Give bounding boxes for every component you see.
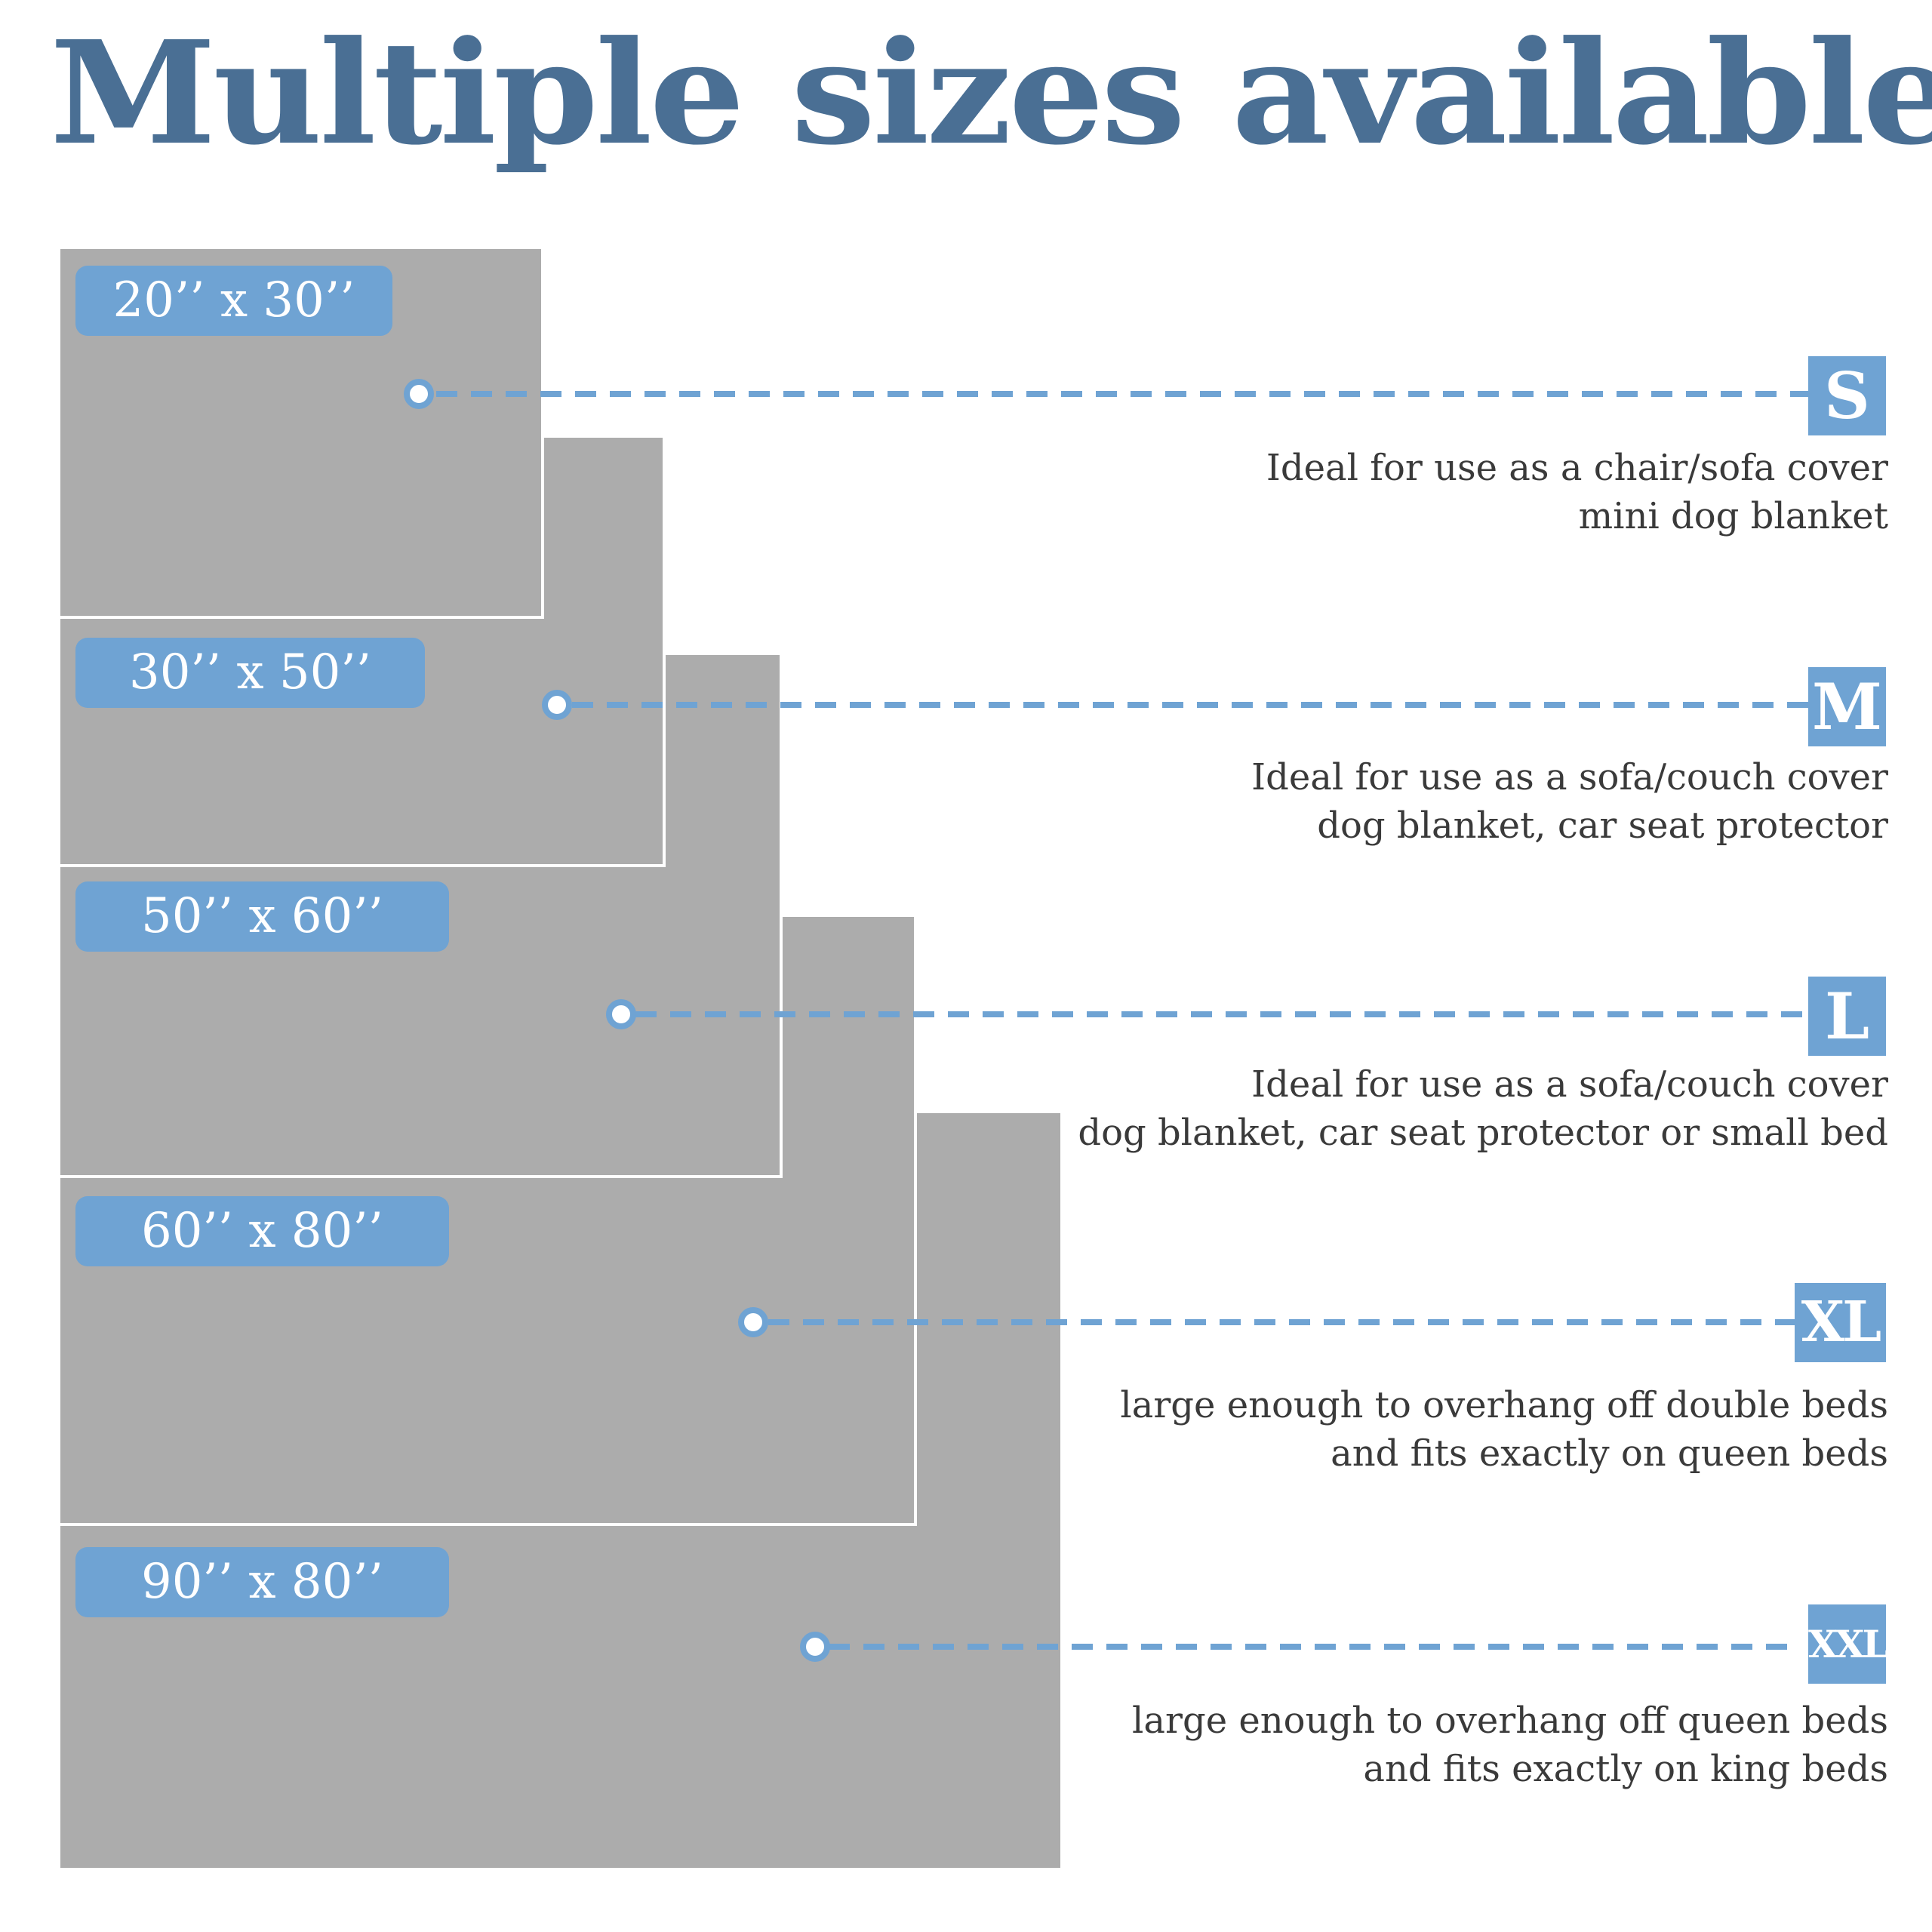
size-badge-xl: XL — [1795, 1283, 1886, 1362]
marker-dot-m — [542, 690, 572, 720]
description-xxl: large enough to overhang off queen beds … — [832, 1697, 1888, 1793]
connector-line-s — [436, 391, 1808, 397]
size-badge-l: L — [1808, 977, 1886, 1056]
description-m: Ideal for use as a sofa/couch cover dog … — [832, 753, 1888, 850]
description-xl: large enough to overhang off double beds… — [832, 1381, 1888, 1478]
description-xl-line-1: large enough to overhang off double beds — [1120, 1384, 1888, 1426]
description-s: Ideal for use as a chair/sofa cover mini… — [832, 444, 1888, 540]
connector-line-xl — [768, 1319, 1795, 1325]
description-l-line-1: Ideal for use as a sofa/couch cover — [1251, 1063, 1888, 1106]
marker-dot-xxl — [800, 1632, 830, 1662]
connector-line-xxl — [829, 1644, 1795, 1650]
description-l-line-2: dog blanket, car seat protector or small… — [1078, 1112, 1888, 1154]
connector-line-l — [635, 1011, 1808, 1017]
page-title: Multiple sizes available — [50, 10, 1932, 177]
dimension-label-s: 20’’ x 30’’ — [75, 266, 392, 336]
description-l: Ideal for use as a sofa/couch cover dog … — [832, 1060, 1888, 1157]
dimension-label-l: 50’’ x 60’’ — [75, 881, 449, 952]
marker-dot-xl — [738, 1307, 768, 1337]
description-xxl-line-1: large enough to overhang off queen beds — [1132, 1700, 1888, 1742]
description-xl-line-2: and fits exactly on queen beds — [1331, 1432, 1888, 1475]
marker-dot-l — [606, 999, 636, 1029]
marker-dot-s — [404, 379, 434, 409]
connector-line-m — [572, 702, 1808, 708]
description-xxl-line-2: and fits exactly on king beds — [1363, 1748, 1888, 1790]
description-m-line-1: Ideal for use as a sofa/couch cover — [1251, 756, 1888, 798]
size-badge-m: M — [1808, 667, 1886, 746]
size-badge-xxl: XXL — [1808, 1604, 1886, 1684]
description-s-line-2: mini dog blanket — [1578, 495, 1888, 537]
dimension-label-m: 30’’ x 50’’ — [75, 638, 425, 708]
dimension-label-xl: 60’’ x 80’’ — [75, 1196, 449, 1266]
description-m-line-2: dog blanket, car seat protector — [1317, 804, 1888, 847]
dimension-label-xxl: 90’’ x 80’’ — [75, 1547, 449, 1617]
size-badge-s: S — [1808, 356, 1886, 435]
description-s-line-1: Ideal for use as a chair/sofa cover — [1266, 447, 1888, 489]
